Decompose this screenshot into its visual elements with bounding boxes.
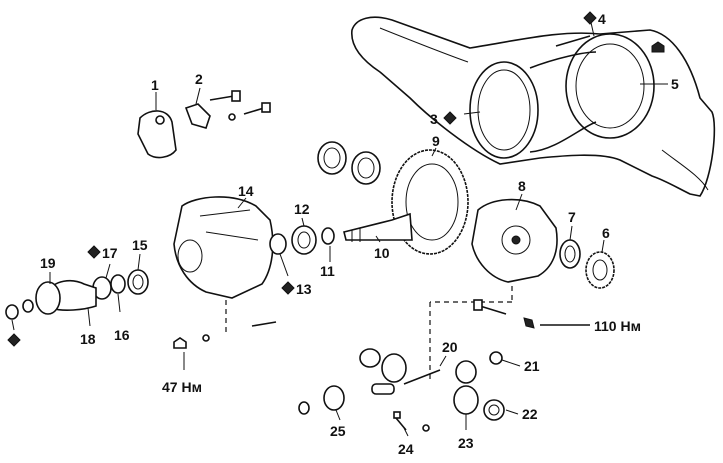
label-21: 21 bbox=[524, 358, 540, 374]
adjusting-lock bbox=[184, 90, 271, 129]
diamond-icon bbox=[583, 11, 597, 25]
label-1: 1 bbox=[151, 77, 159, 93]
part-labels: 1 2 3 4 5 6 7 8 9 10 11 12 13 14 15 16 1… bbox=[40, 11, 679, 457]
label-18: 18 bbox=[80, 331, 96, 347]
pinion-bearing-rear bbox=[291, 225, 335, 255]
label-7: 7 bbox=[568, 209, 576, 225]
label-22: 22 bbox=[522, 406, 538, 422]
differential-case bbox=[471, 198, 558, 283]
label-13: 13 bbox=[296, 281, 312, 297]
label-14: 14 bbox=[238, 183, 254, 199]
bearing-cap bbox=[137, 110, 177, 159]
diamond-icon bbox=[7, 11, 597, 347]
label-8: 8 bbox=[518, 178, 526, 194]
label-15: 15 bbox=[132, 237, 148, 253]
diamond-icon bbox=[281, 281, 295, 295]
diamond-icon bbox=[87, 245, 101, 259]
label-4: 4 bbox=[598, 11, 606, 27]
label-5: 5 bbox=[671, 76, 679, 92]
label-11: 11 bbox=[320, 263, 335, 279]
label-23: 23 bbox=[458, 435, 474, 451]
axle-housing bbox=[351, 16, 716, 197]
label-6: 6 bbox=[602, 225, 610, 241]
diamond-icon bbox=[7, 333, 21, 347]
torque-47: 47 Нм bbox=[162, 379, 202, 395]
carrier-studs bbox=[173, 300, 277, 370]
cover-bolt bbox=[555, 35, 665, 53]
torque-110: 110 Нм bbox=[594, 318, 641, 334]
label-25: 25 bbox=[330, 423, 346, 439]
label-16: 16 bbox=[114, 327, 130, 343]
leader-dashes bbox=[429, 286, 513, 380]
companion-flange-group bbox=[5, 269, 149, 320]
diff-internals bbox=[298, 348, 505, 432]
leader-lines bbox=[11, 17, 668, 437]
carrier-housing bbox=[173, 196, 287, 299]
side-bearings bbox=[559, 239, 615, 289]
label-17: 17 bbox=[102, 245, 118, 261]
label-2: 2 bbox=[195, 71, 203, 87]
label-9: 9 bbox=[432, 133, 440, 149]
label-3: 3 bbox=[430, 111, 438, 127]
pinion-bearings bbox=[317, 141, 381, 185]
label-19: 19 bbox=[40, 255, 56, 271]
label-10: 10 bbox=[374, 245, 390, 261]
ring-gear-bolt bbox=[473, 299, 590, 329]
diamond-icon bbox=[443, 111, 457, 125]
label-24: 24 bbox=[398, 441, 414, 457]
drive-pinion bbox=[343, 212, 413, 242]
label-20: 20 bbox=[442, 339, 458, 355]
label-12: 12 bbox=[294, 201, 310, 217]
